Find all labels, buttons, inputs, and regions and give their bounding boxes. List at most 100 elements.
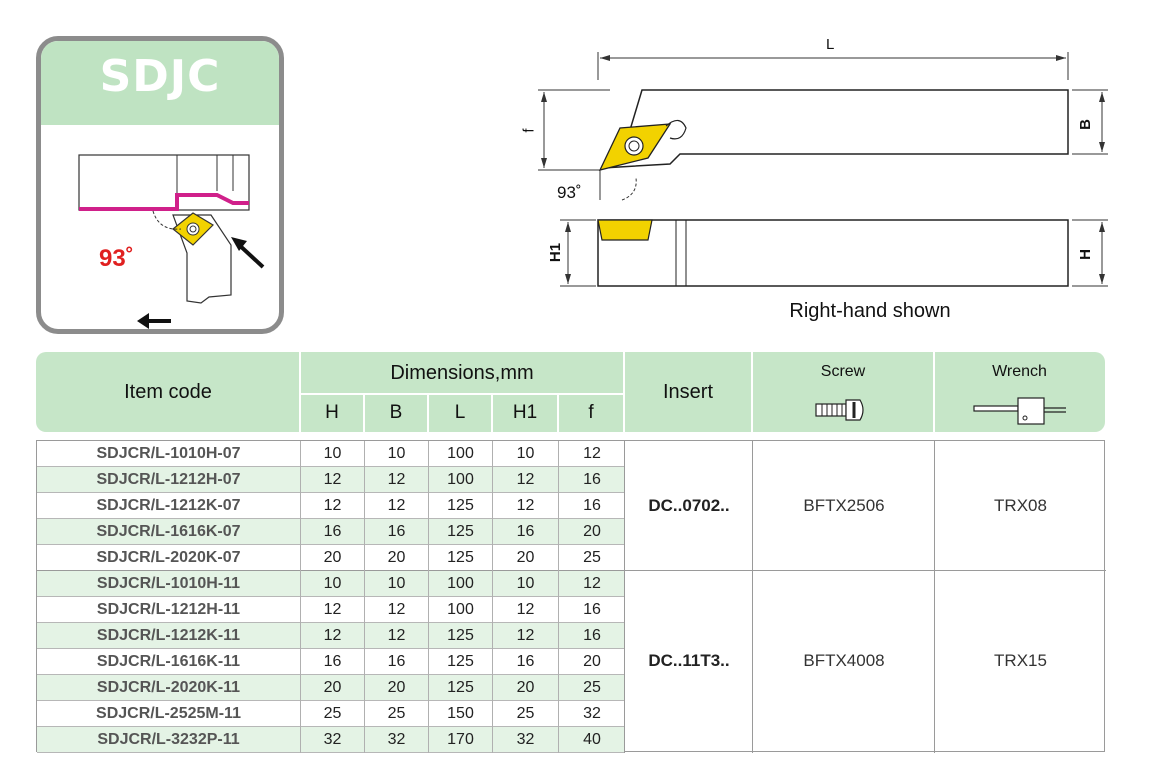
table-row: SDJCR/L-1010H-11 10 10 100 10 12 <box>37 571 625 597</box>
dim-H-cell: 16 <box>323 653 342 670</box>
dim-H1-cell: 32 <box>516 731 535 748</box>
dim-f-cell: 16 <box>583 627 601 644</box>
dim-H1-cell: 20 <box>516 679 535 696</box>
dim-B-cell: 10 <box>387 445 406 462</box>
dim-L-cell: 125 <box>447 627 474 644</box>
table-row: SDJCR/L-2525M-11 25 25 150 25 32 <box>37 701 625 727</box>
header-dim-B: B <box>389 402 403 423</box>
group-2-wrench: TRX15 <box>994 651 1047 670</box>
dim-H-cell: 12 <box>323 471 342 488</box>
dim-L-cell: 125 <box>447 679 474 696</box>
dim-label-H: H <box>1076 249 1094 260</box>
dim-label-B: B <box>1076 119 1094 130</box>
dim-B-cell: 10 <box>387 575 406 592</box>
toolholder-application-illustration <box>78 154 265 329</box>
item-code-cell: SDJCR/L-2020K-07 <box>96 549 241 566</box>
screw-icon <box>815 399 864 421</box>
dim-B-cell: 12 <box>387 601 406 618</box>
dim-f-cell: 20 <box>583 653 601 670</box>
dim-B-cell: 32 <box>387 731 406 748</box>
header-item-code: Item code <box>124 380 212 403</box>
item-code-cell: SDJCR/L-3232P-11 <box>97 731 240 748</box>
dim-L-cell: 100 <box>447 601 474 618</box>
dim-H-cell: 10 <box>323 445 342 462</box>
dim-H-cell: 16 <box>323 523 342 540</box>
dim-H-cell: 10 <box>323 575 342 592</box>
dim-H-cell: 12 <box>323 601 342 618</box>
header-screw: Screw <box>820 363 866 380</box>
item-code-cell: SDJCR/L-2020K-11 <box>96 679 241 696</box>
item-code-cell: SDJCR/L-2525M-11 <box>96 705 241 722</box>
dim-B-cell: 20 <box>387 549 406 566</box>
drawing-caption: Right-hand shown <box>789 300 951 322</box>
item-code-cell: SDJCR/L-1616K-07 <box>96 523 241 540</box>
table-row: SDJCR/L-2020K-11 20 20 125 20 25 <box>37 675 625 701</box>
dim-f-cell: 16 <box>583 497 601 514</box>
item-code-cell: SDJCR/L-1010H-11 <box>96 575 241 592</box>
dim-H-cell: 25 <box>323 705 342 722</box>
dim-H-cell: 12 <box>323 497 342 514</box>
dimension-drawing <box>538 52 1108 287</box>
dim-H1-cell: 25 <box>516 705 535 722</box>
dim-L-cell: 100 <box>447 471 474 488</box>
dim-f-cell: 25 <box>583 679 601 696</box>
header-dim-H: H <box>325 402 339 423</box>
dim-H1-cell: 12 <box>516 471 535 488</box>
dim-angle-label: 93˚ <box>557 183 582 202</box>
dim-f-cell: 12 <box>583 445 601 462</box>
badge-approach-angle: 93˚ <box>99 245 134 272</box>
dim-L-cell: 125 <box>447 549 474 566</box>
dim-H1-cell: 12 <box>516 497 535 514</box>
group-2-screw: BFTX4008 <box>803 651 885 670</box>
dim-f-cell: 32 <box>583 705 601 722</box>
dim-H1-cell: 12 <box>516 601 535 618</box>
item-code-cell: SDJCR/L-1212H-07 <box>96 471 241 488</box>
table-header: Item code Dimensions,mm H B L H1 f Inser… <box>36 352 1105 432</box>
dim-H1-cell: 12 <box>516 627 535 644</box>
dim-f-cell: 16 <box>583 601 601 618</box>
dim-f-cell: 16 <box>583 471 601 488</box>
header-insert: Insert <box>662 380 714 403</box>
header-dim-f: f <box>588 402 594 423</box>
dim-H-cell: 20 <box>323 549 342 566</box>
dim-B-cell: 20 <box>387 679 406 696</box>
dim-H-cell: 12 <box>323 627 342 644</box>
dim-label-H1: H1 <box>547 242 565 263</box>
dim-B-cell: 25 <box>387 705 406 722</box>
item-code-cell: SDJCR/L-1212K-11 <box>96 627 241 644</box>
dim-L-cell: 150 <box>447 705 474 722</box>
dim-f-cell: 25 <box>583 549 601 566</box>
dim-f-cell: 40 <box>583 731 601 748</box>
dim-B-cell: 12 <box>387 497 406 514</box>
dim-H1-cell: 16 <box>516 523 535 540</box>
dim-H1-cell: 16 <box>516 653 535 670</box>
dim-H1-cell: 10 <box>516 575 535 592</box>
dim-B-cell: 16 <box>387 523 406 540</box>
group-1-screw: BFTX2506 <box>803 496 885 515</box>
table-row: SDJCR/L-1212H-11 12 12 100 12 16 <box>37 597 625 623</box>
dim-L-cell: 100 <box>447 445 474 462</box>
badge-header: SDJC <box>41 41 279 125</box>
dim-L-cell: 100 <box>447 575 474 592</box>
dim-f-cell: 20 <box>583 523 601 540</box>
header-dim-L: L <box>454 402 466 423</box>
dim-f-cell: 12 <box>583 575 601 592</box>
group-1-wrench: TRX08 <box>994 496 1047 515</box>
badge-title: SDJC <box>99 51 221 102</box>
item-code-cell: SDJCR/L-1616K-11 <box>96 653 241 670</box>
dim-L-cell: 125 <box>447 497 474 514</box>
dim-H-cell: 20 <box>323 679 342 696</box>
item-code-cell: SDJCR/L-1212H-11 <box>96 601 241 618</box>
item-code-cell: SDJCR/L-1010H-07 <box>96 445 241 462</box>
wrench-icon <box>973 397 1066 425</box>
header-wrench: Wrench <box>992 363 1047 380</box>
dim-H1-cell: 20 <box>516 549 535 566</box>
group-2-insert: DC..11T3.. <box>648 651 730 670</box>
